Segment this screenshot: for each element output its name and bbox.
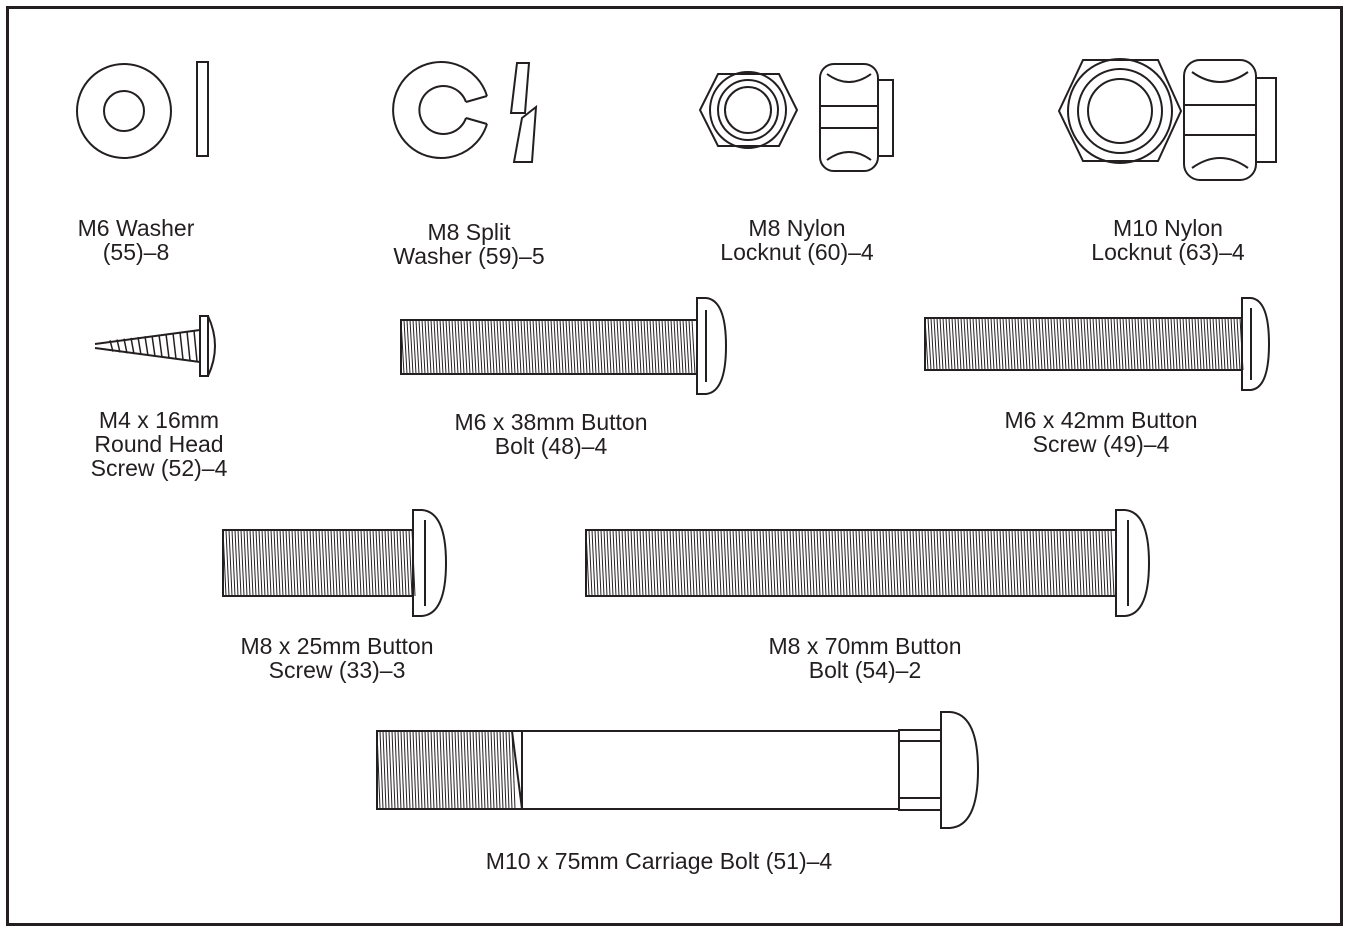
m6-washer-icon <box>76 61 209 159</box>
label-m8-70mm-button-bolt: M8 x 70mm Button Bolt (54)–2 <box>768 633 962 683</box>
m8-70mm-button-bolt-icon <box>585 509 1151 617</box>
m4-round-head-screw-icon <box>94 315 216 377</box>
label-m4-round-head-screw: M4 x 16mm Round Head Screw (52)–4 <box>90 407 228 481</box>
m8-nylon-locknut-icon <box>698 63 894 172</box>
label-m6-washer: M6 Washer (55)–8 <box>77 215 195 265</box>
m6-38mm-button-bolt-icon <box>400 297 728 395</box>
m10-75mm-carriage-bolt-icon <box>376 711 980 829</box>
label-m6-38mm-button-bolt: M6 x 38mm Button Bolt (48)–4 <box>454 409 648 459</box>
label-m8-split-washer: M8 Split Washer (59)–5 <box>393 219 545 269</box>
m8-split-washer-icon <box>392 61 538 163</box>
m10-nylon-locknut-icon <box>1057 58 1277 181</box>
label-m8-25mm-button-screw: M8 x 25mm Button Screw (33)–3 <box>240 633 434 683</box>
label-m10-nylon-locknut: M10 Nylon Locknut (63)–4 <box>1091 215 1245 265</box>
m6-42mm-button-screw-icon <box>924 297 1271 391</box>
label-m8-nylon-locknut: M8 Nylon Locknut (60)–4 <box>720 215 874 265</box>
label-m10-75mm-carriage-bolt: M10 x 75mm Carriage Bolt (51)–4 <box>485 848 833 874</box>
m8-25mm-button-screw-icon <box>222 509 448 617</box>
label-m6-42mm-button-screw: M6 x 42mm Button Screw (49)–4 <box>1004 407 1198 457</box>
